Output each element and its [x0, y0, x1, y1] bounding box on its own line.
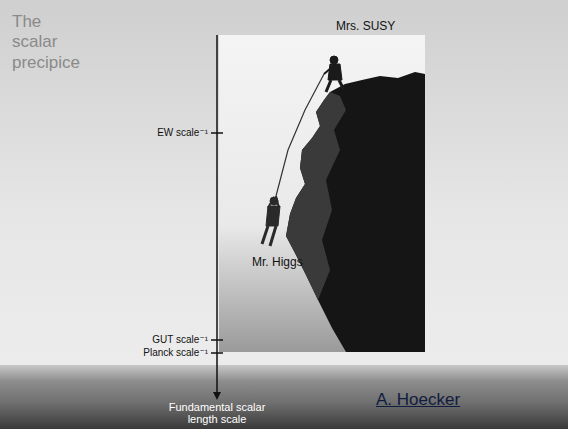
axis-caption: Fundamental scalar length scale: [162, 401, 272, 426]
tick: [211, 132, 223, 134]
slide-title: The scalar precipice: [12, 12, 90, 73]
tick: [211, 339, 223, 341]
photo-sky: [219, 35, 425, 352]
tick: [211, 352, 223, 354]
climber-name: Mr. Higgs: [252, 256, 303, 270]
rope: [276, 74, 324, 196]
climber-hanging: [262, 196, 280, 246]
climber-top: [324, 56, 344, 92]
sea-band: [0, 365, 568, 429]
author-name: A. Hoecker: [376, 390, 460, 410]
scale-label: GUT scale⁻¹: [152, 334, 208, 346]
scale-label: EW scale⁻¹: [157, 127, 208, 139]
scale-label: Planck scale⁻¹: [143, 347, 208, 359]
cliff: [286, 72, 425, 352]
climber-name: Mrs. SUSY: [336, 20, 395, 34]
axis-arrowhead: [213, 392, 221, 400]
